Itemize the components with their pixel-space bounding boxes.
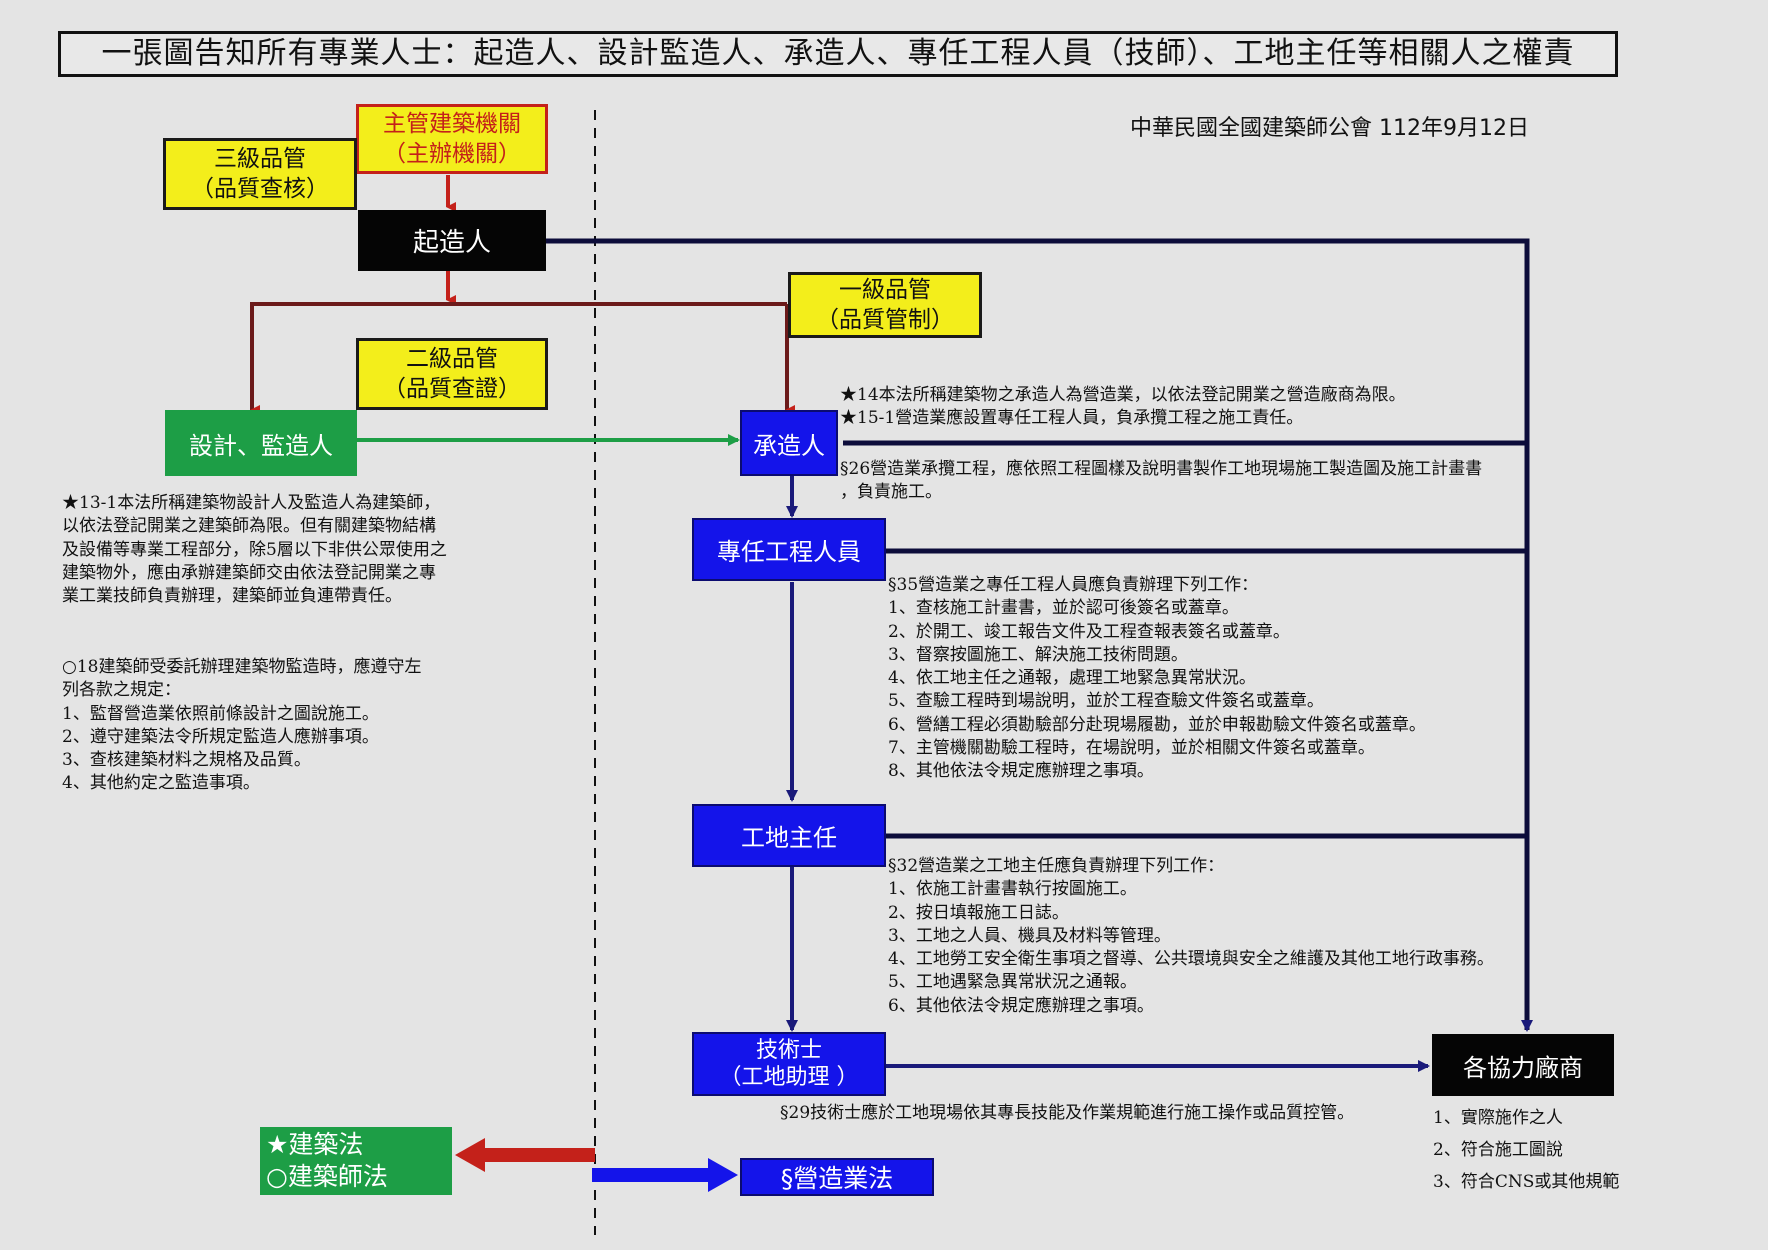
qc3-box: 三級品管 （品質查核） [163, 138, 357, 210]
designer-18-note: ○18建築師受委託辦理建築物監造時，應遵守左 列各款之規定： 1、監督營造業依照… [62, 656, 421, 796]
note-line: 2、按日填報施工日誌。 [888, 902, 1069, 923]
designer-13-1-note: ★13-1本法所稱建築物設計人及監造人為建築師，以依法登記開業之建築師為限。但有… [62, 492, 448, 608]
technician-line2: （工地助理 ） [719, 1065, 859, 1090]
list-item: 3、符合CNS或其他規範 [1433, 1172, 1620, 1192]
note-line: 1、依施工計畫書執行按圖施工。 [888, 879, 1137, 900]
note-line: 3、督察按圖施工、解決施工技術問題。 [888, 644, 1188, 665]
note-text: ★13-1本法所稱建築物設計人及監造人為建築師，以依法登記開業之建築師為限。但有… [62, 493, 447, 607]
credit-line: 中華民國全國建築師公會 112年9月12日 [1130, 116, 1529, 141]
note-line: ★15-1營造業應設置專任工程人員，負承攬工程之施工責任。 [840, 408, 1304, 429]
contractor-s26-note: §26營造業承攬工程，應依照工程圖樣及說明書製作工地現場施工製造圖及施工計畫書 … [840, 458, 1482, 505]
authority-line2: （主辦機關） [383, 141, 521, 167]
legend-construction-act: §營造業法 [780, 1164, 894, 1193]
authority-line1: 主管建築機關 [383, 111, 521, 137]
note-line: 3、工地之人員、機具及材料等管理。 [888, 925, 1171, 946]
site-director-box: 工地主任 [692, 804, 886, 867]
authority-box: 主管建築機關 （主辦機關） [356, 104, 548, 174]
qc2-box: 二級品管 （品質查證） [356, 338, 548, 410]
technician-box: 技術士 （工地助理 ） [692, 1032, 886, 1096]
subcontractor-list: 1、實際施作之人 2、符合施工圖說 3、符合CNS或其他規範 [1433, 1102, 1619, 1198]
line-owner-right [545, 238, 1533, 1032]
qc2-line2: （品質查證） [383, 376, 521, 402]
note-line: 6、營繕工程必須勘驗部分赴現場履勘，並於申報勘驗文件簽名或蓋章。 [888, 714, 1426, 735]
qc1-box: 一級品管 （品質管制） [788, 272, 982, 338]
legend-architect-act: ○建築師法 [266, 1162, 388, 1191]
note-line: 3、查核建築材料之規格及品質。 [62, 750, 311, 771]
note-line: 1、監督營造業依照前條設計之圖說施工。 [62, 703, 379, 724]
list-item: 2、符合施工圖說 [1433, 1140, 1563, 1160]
note-line: §29技術士應於工地現場依其專長技能及作業規範進行施工操作或品質控管。 [780, 1103, 1355, 1123]
note-line: 5、查驗工程時到場說明，並於工程查驗文件簽名或蓋章。 [888, 691, 1324, 712]
note-line: 2、於開工、竣工報告文件及工程查報表簽名或蓋章。 [888, 621, 1290, 642]
technician-line1: 技術士 [755, 1038, 822, 1063]
contractor-label: 承造人 [753, 431, 825, 460]
qc1-line2: （品質管制） [816, 307, 954, 333]
subcontractors-box: 各協力廠商 [1432, 1034, 1614, 1096]
contractor-box: 承造人 [740, 410, 838, 476]
note-line: §35營造業之專任工程人員應負責辦理下列工作： [888, 575, 1259, 595]
engineer-box: 專任工程人員 [692, 518, 886, 581]
legend-red-arrowhead [455, 1138, 485, 1172]
note-line: 1、查核施工計畫書，並於認可後簽名或蓋章。 [888, 598, 1239, 619]
note-line: ○18建築師受委託辦理建築物監造時，應遵守左 [62, 657, 422, 677]
qc2-line1: 二級品管 [406, 346, 498, 372]
note-line: 列各款之規定： [62, 680, 181, 701]
note-line: 7、主管機關勘驗工程時，在場說明，並於相關文件簽名或蓋章。 [888, 738, 1375, 759]
engineer-label: 專任工程人員 [717, 538, 861, 566]
designer-label: 設計、監造人 [189, 431, 333, 460]
note-line: 4、依工地主任之通報，處理工地緊急異常狀況。 [888, 668, 1256, 689]
owner-box: 起造人 [358, 210, 546, 271]
qc1-line1: 一級品管 [839, 277, 931, 303]
legend-construction-act-box: §營造業法 [740, 1158, 934, 1196]
note-line: 4、其他約定之監造事項。 [62, 773, 260, 794]
note-line: §32營造業之工地主任應負責辦理下列工作： [888, 856, 1225, 876]
note-line: §26營造業承攬工程，應依照工程圖樣及說明書製作工地現場施工製造圖及施工計畫書 [840, 459, 1483, 479]
note-line: 6、其他依法令規定應辦理之事項。 [888, 995, 1154, 1016]
legend-blue-arrowhead [708, 1158, 738, 1192]
note-line: 2、遵守建築法令所規定監造人應辦事項。 [62, 726, 379, 747]
subcontractors-label: 各協力廠商 [1463, 1053, 1583, 1082]
engineer-s35-note: §35營造業之專任工程人員應負責辦理下列工作： 1、查核施工計畫書，並於認可後簽… [888, 574, 1426, 784]
designer-box: 設計、監造人 [165, 410, 357, 476]
note-line: 5、工地遇緊急異常狀況之通報。 [888, 972, 1137, 993]
legend-building-act: ★建築法 [266, 1130, 364, 1159]
site-director-label: 工地主任 [741, 824, 837, 852]
technician-s29-note: §29技術士應於工地現場依其專長技能及作業規範進行施工操作或品質控管。 [780, 1102, 1354, 1125]
legend-building-act-box: ★建築法 ○建築師法 [260, 1127, 452, 1195]
note-line: ，負責施工。 [840, 482, 942, 503]
page-title: 一張圖告知所有專業人士：起造人、設計監造人、承造人、專任工程人員（技師）、工地主… [58, 31, 1618, 77]
site-s32-note: §32營造業之工地主任應負責辦理下列工作： 1、依施工計畫書執行按圖施工。 2、… [888, 855, 1494, 1018]
qc3-line2: （品質查核） [191, 176, 329, 202]
note-line: 4、工地勞工安全衛生事項之督導、公共環境與安全之維護及其他工地行政事務。 [888, 949, 1494, 970]
owner-label: 起造人 [412, 228, 491, 258]
qc3-line1: 三級品管 [214, 146, 306, 172]
note-line: ★14本法所稱建築物之承造人為營造業，以依法登記開業之營造廠商為限。 [840, 385, 1406, 405]
contractor-star-note: ★14本法所稱建築物之承造人為營造業，以依法登記開業之營造廠商為限。 ★15-1… [840, 384, 1406, 431]
list-item: 1、實際施作之人 [1433, 1108, 1563, 1128]
note-line: 8、其他依法令規定應辦理之事項。 [888, 761, 1154, 782]
